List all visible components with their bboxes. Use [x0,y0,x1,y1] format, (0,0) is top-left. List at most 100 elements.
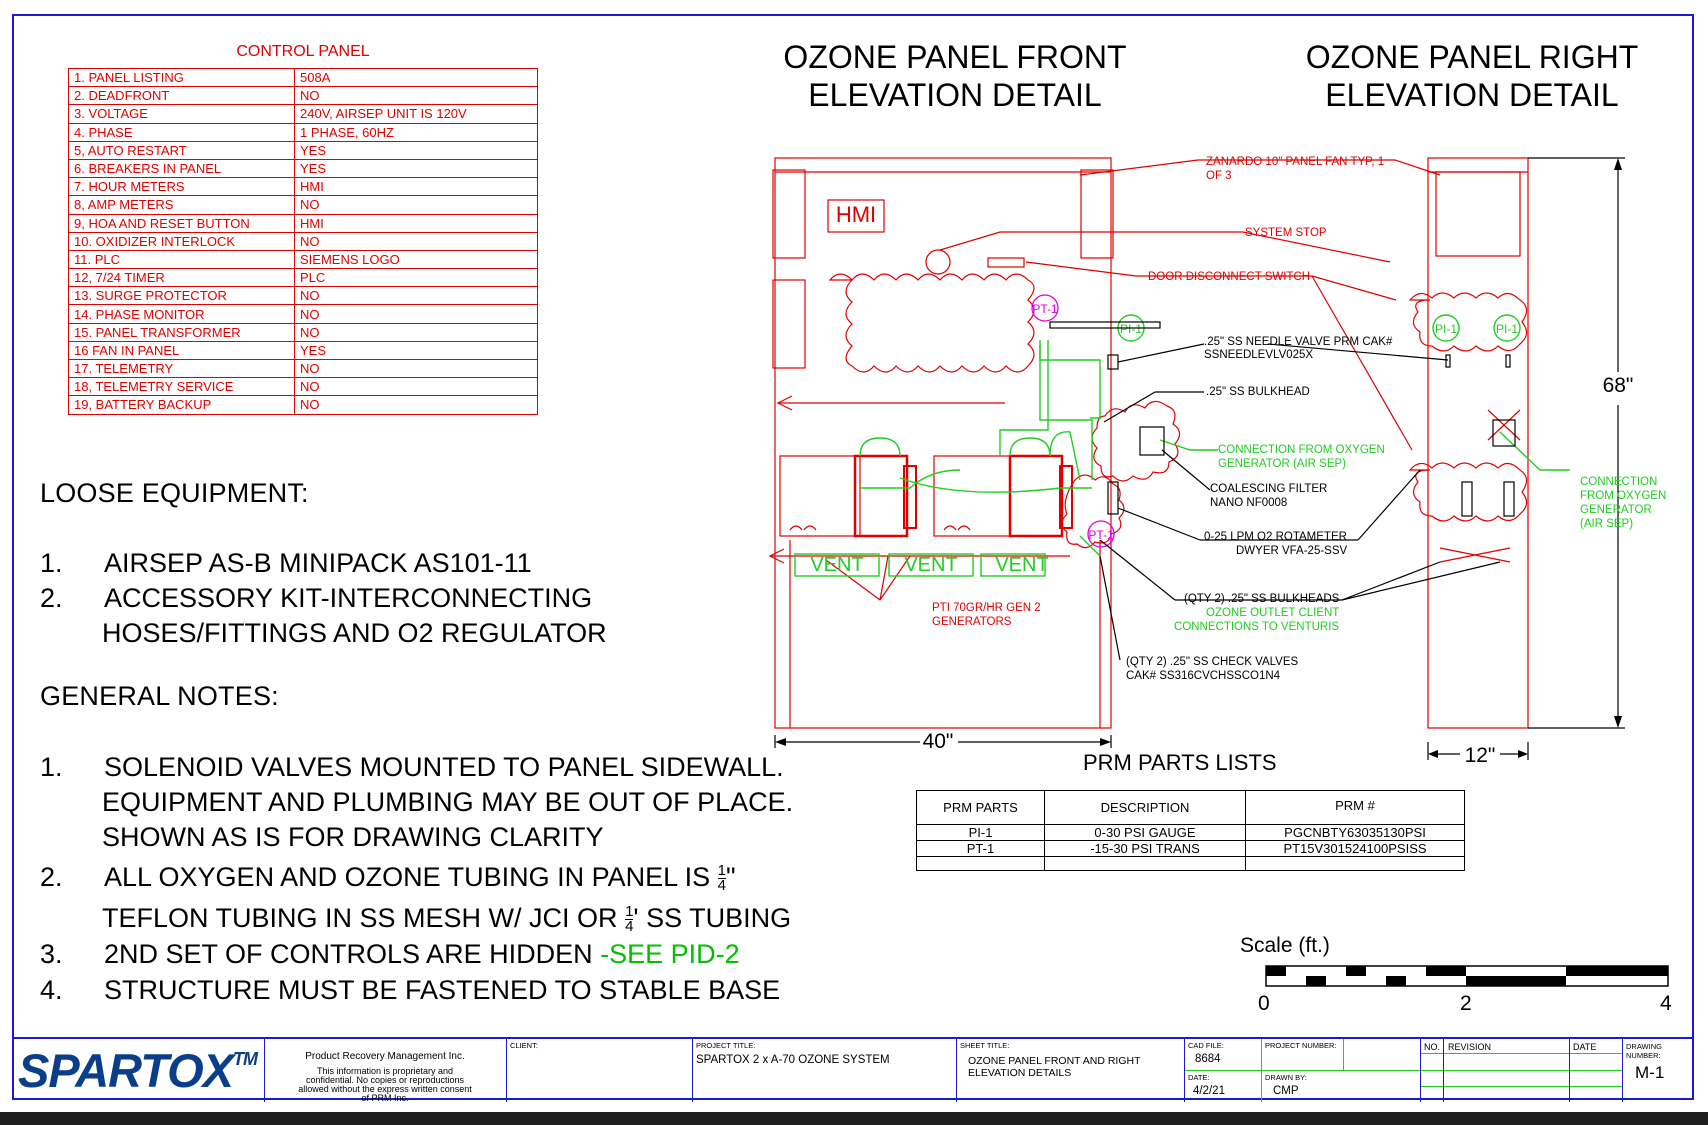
loose-item-2-cont: HOSES/FITTINGS AND O2 REGULATOR [102,618,607,648]
control-panel-title: CONTROL PANEL [236,43,370,60]
control-panel-key: 17. TELEMETRY [68,358,295,379]
callout-bulkhead: .25" SS BULKHEAD [1206,386,1310,398]
control-panel-value: NO [294,377,538,397]
drawing-number-cell: DRAWING NUMBER: M-1 [1622,1039,1694,1102]
callout-fan-2: OF 3 [1206,170,1232,182]
control-panel-value: NO [294,358,538,379]
fan-right-top [1080,169,1114,259]
prm-cell: PGCNBTY63035130PSI [1245,824,1465,841]
scale-label-4: 4 [1660,992,1672,1015]
note-1-line-2: EQUIPMENT AND PLUMBING MAY BE OUT OF PLA… [102,787,794,817]
callout-rotameter-1: 0-25 LPM O2 ROTAMETER [1204,531,1347,543]
dim-width-side: 12" [1465,744,1496,767]
callout-coalescing-2: NANO NF0008 [1210,497,1287,509]
system-stop-circle [925,249,951,275]
pi-1-side-a [1432,314,1460,342]
pt-1-bottom [1087,520,1115,548]
control-panel-key: 4. PHASE [68,122,295,142]
dim-height: 68" [1603,374,1634,397]
control-panel-value: NO [294,86,538,106]
cloud-front-mid [1091,400,1181,482]
coalescing-filter [1139,426,1165,456]
note-4: 4.STRUCTURE MUST BE FASTENED TO STABLE B… [40,975,781,1005]
prm-cell: PI-1 [916,824,1045,841]
callout-conn-oxygen-right-2: FROM OXYGEN [1580,490,1666,502]
fan-left-top [772,169,806,259]
title-block: Product Recovery Management Inc. This in… [12,1037,1694,1103]
note-3: 3.2ND SET OF CONTROLS ARE HIDDEN -SEE PI… [40,939,740,969]
generator-2-left [933,455,1011,537]
callout-conn-oxygen-right-1: CONNECTION [1580,476,1657,488]
control-panel-key: 19, BATTERY BACKUP [68,395,295,415]
callout-rotameter-2: DWYER VFA-25-SSV [1236,545,1348,557]
generator-1-left [779,455,861,537]
screen-bottom-bar [0,1112,1708,1125]
pt-1-bottom-label: PT-1 [1088,528,1114,542]
callout-check-valves-1: (QTY 2) .25" SS CHECK VALVES [1126,656,1298,668]
vent-label-3: VENT [995,554,1048,576]
control-panel-key: 8, AMP METERS [68,195,295,215]
control-panel-value: YES [294,340,538,361]
control-panel-value: NO [294,304,538,324]
cloud-side-top [1408,292,1528,352]
side-fan [1435,171,1521,257]
prm-header-parts: PRM PARTS [916,790,1045,825]
control-panel-value: NO [294,286,538,306]
control-panel-value: PLC [294,268,538,288]
control-panel-key: 1. PANEL LISTING [68,67,295,88]
pi-1-side-b-label: PI-1 [1496,322,1518,336]
revision-cell: NO. REVISION DATE [1420,1039,1623,1102]
control-panel-key: 15. PANEL TRANSFORMER [68,322,295,342]
project-title-cell: PROJECT TITLE: SPARTOX 2 x A-70 OZONE SY… [692,1039,956,1102]
side-panel-outline [1427,157,1529,729]
drawing-frame [12,14,1694,1100]
callout-conn-oxygen-right-4: (AIR SEP) [1580,518,1633,530]
fan-left-bottom [772,279,806,369]
prm-parts-table: PRM PARTS DESCRIPTION PRM # PI-1 0-30 PS… [916,790,1465,871]
control-panel-value: SIEMENS LOGO [294,249,538,270]
generator-2-right [1008,454,1064,538]
vent-label-1: VENT [810,554,863,576]
vent-box-2 [888,553,974,577]
prm-cell: PT-1 [916,840,1045,857]
scale-title: Scale (ft.) [1240,934,1330,957]
pi-1-side-a-label: PI-1 [1435,322,1457,336]
sheet-title-cell: SHEET TITLE: OZONE PANEL FRONT AND RIGHT… [956,1039,1184,1102]
scale-label-2: 2 [1460,992,1472,1015]
callout-needle-valve-2: SSNEEDLEVLV025X [1204,349,1313,361]
cloud-front-low [1061,474,1125,549]
scale-bar [1265,965,1669,987]
loose-item-1: 1.AIRSEP AS-B MINIPACK AS101-11 [40,548,532,578]
prm-header-description: DESCRIPTION [1044,790,1246,825]
prm-cell: PT15V301524100PSISS [1245,840,1465,857]
prm-cell: -15-30 PSI TRANS [1044,840,1246,857]
control-panel-key: 14. PHASE MONITOR [68,304,295,324]
pi-1-front-label: PI-1 [1120,322,1142,336]
control-panel-key: 9, HOA AND RESET BUTTON [68,213,295,233]
control-panel-key: 12, 7/24 TIMER [68,268,295,288]
front-panel-outline [774,157,1112,729]
rotameter [1107,481,1119,515]
callout-door-disconnect: DOOR DISCONNECT SWITCH [1148,271,1310,283]
callout-coalescing-1: COALESCING FILTER [1210,483,1327,495]
dim-width-front: 40" [923,730,954,753]
callout-conn-oxygen-front-2: GENERATOR (AIR SEP) [1218,458,1346,470]
callout-system-stop: SYSTEM STOP [1245,227,1327,239]
prm-cell: 0-30 PSI GAUGE [1044,824,1246,841]
control-panel-key: 3. VOLTAGE [68,104,295,124]
cad-cell: CAD FILE: 8684 PROJECT NUMBER: DATE: 4/2… [1184,1039,1421,1102]
note-2-line-1: 2.ALL OXYGEN AND OZONE TUBING IN PANEL I… [40,862,736,895]
cloud-left [828,273,1035,373]
